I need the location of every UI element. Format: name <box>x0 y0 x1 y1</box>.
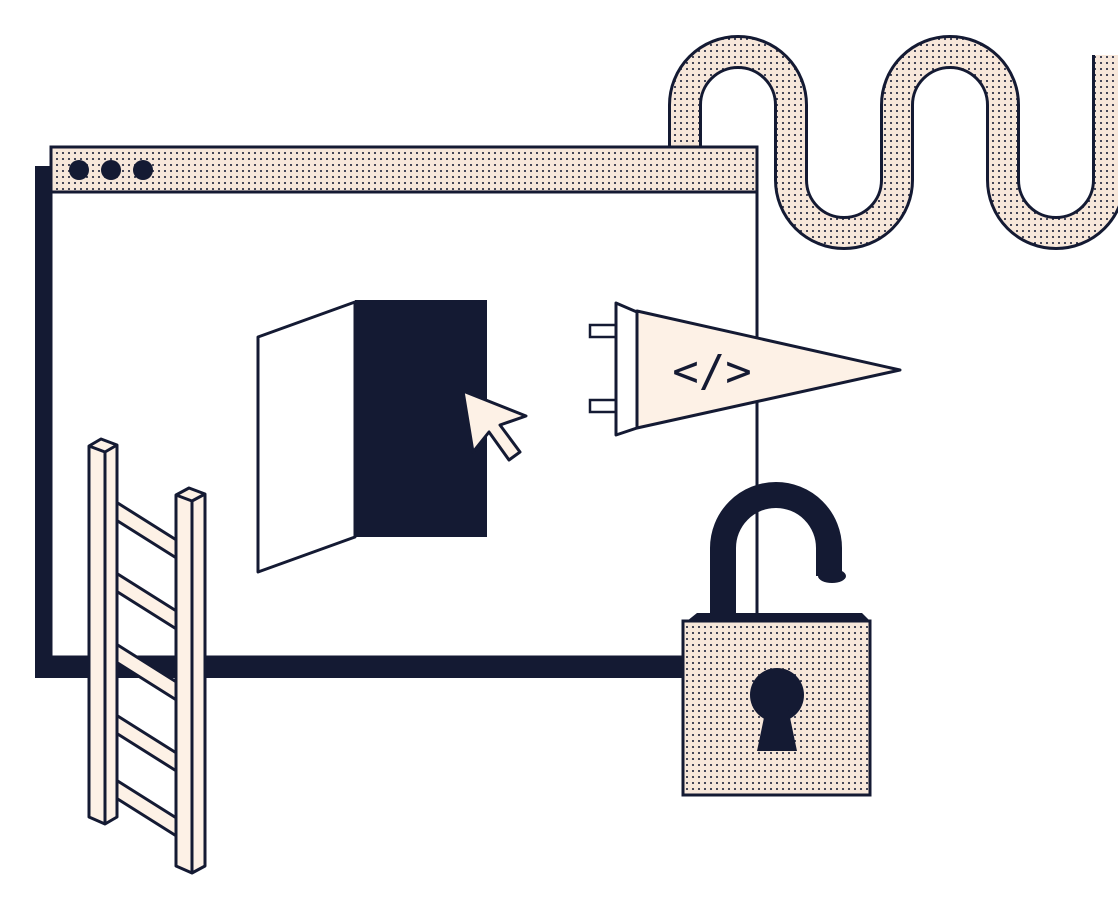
window-control-dot-icon <box>133 160 153 180</box>
ladder-icon <box>87 437 207 875</box>
open-door-icon <box>256 300 487 574</box>
wavy-pipe-icon <box>668 35 1118 250</box>
window-control-dot-icon <box>69 160 89 180</box>
unlocked-padlock-icon <box>681 482 872 797</box>
window-control-dot-icon <box>101 160 121 180</box>
code-glyph-text: </> <box>672 346 751 397</box>
keyhole-icon <box>750 668 804 751</box>
mouse-cursor-icon <box>461 389 528 462</box>
code-pennant-flag-icon: </> <box>588 301 902 437</box>
